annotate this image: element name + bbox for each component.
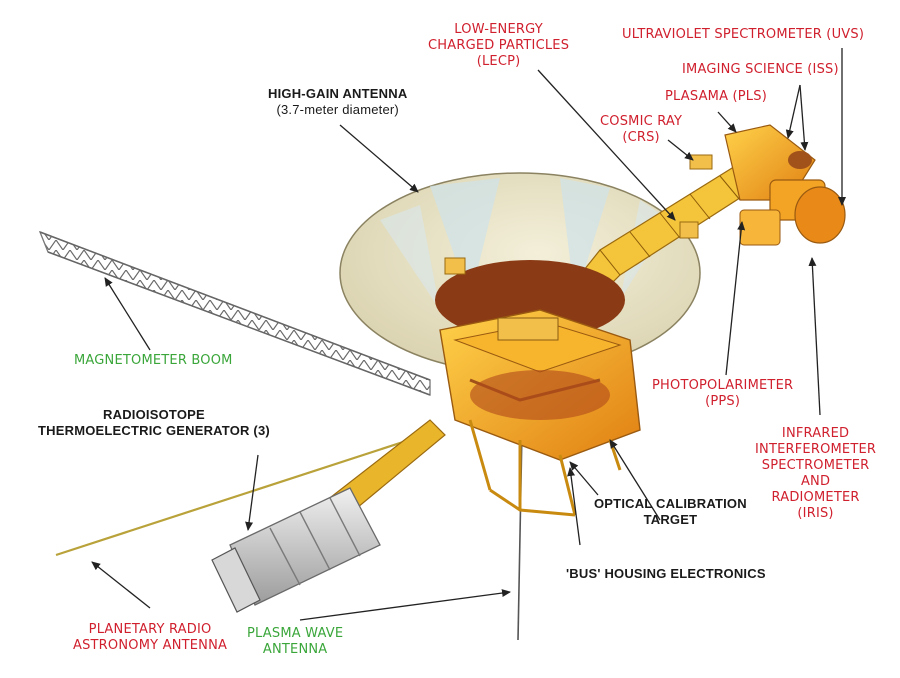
pws-line-1: PLASMA WAVE xyxy=(247,626,344,641)
leader-pra xyxy=(91,561,151,609)
pra-line-2: ASTRONOMY ANTENNA xyxy=(73,638,228,653)
iris-line-6: (IRIS) xyxy=(797,506,834,521)
scan-platform-instruments xyxy=(679,124,846,246)
rtg-assembly xyxy=(211,419,446,613)
label-magnetometer-boom: MAGNETOMETER BOOM xyxy=(74,353,233,369)
leader-lecp xyxy=(537,69,676,221)
crs-line-2: (CRS) xyxy=(622,130,660,145)
label-lecp: LOW-ENERGY CHARGED PARTICLES (LECP) xyxy=(428,22,569,70)
lecp-line-2: CHARGED PARTICLES xyxy=(428,38,570,53)
label-iris: INFRARED INTERFEROMETER SPECTROMETER AND… xyxy=(755,426,876,522)
iss-text: IMAGING SCIENCE (ISS) xyxy=(682,62,839,77)
iris-line-2: INTERFEROMETER xyxy=(755,442,877,457)
label-rtg: RADIOISOTOPE THERMOELECTRIC GENERATOR (3… xyxy=(38,407,270,439)
high-gain-subtitle: (3.7-meter diameter) xyxy=(276,102,399,117)
leader-lines xyxy=(91,48,846,621)
label-pps: PHOTOPOLARIMETER (PPS) xyxy=(652,378,793,410)
magnetometer-text: MAGNETOMETER BOOM xyxy=(74,353,233,368)
leader-pws xyxy=(299,589,511,621)
label-plasma-wave: PLASMA WAVE ANTENNA xyxy=(247,626,343,658)
optical-line-1: OPTICAL CALIBRATION xyxy=(594,496,747,511)
optical-line-2: TARGET xyxy=(643,512,698,527)
leader-pls xyxy=(717,111,737,133)
bus-struts xyxy=(468,419,622,517)
pps-line-2: (PPS) xyxy=(705,394,741,409)
pws-line-2: ANTENNA xyxy=(262,642,328,657)
label-optical-calibration: OPTICAL CALIBRATION TARGET xyxy=(594,496,747,528)
label-uvs: ULTRAVIOLET SPECTROMETER (UVS) xyxy=(622,27,864,43)
leader-crs xyxy=(667,139,694,161)
iris-line-4: AND xyxy=(800,474,831,489)
magnetometer-boom xyxy=(38,230,431,396)
rtg-line-2: THERMOELECTRIC GENERATOR (3) xyxy=(38,423,270,438)
pls-text: PLASAMA (PLS) xyxy=(665,89,767,104)
pps-line-1: PHOTOPOLARIMETER xyxy=(652,378,794,393)
label-iss: IMAGING SCIENCE (ISS) xyxy=(682,62,839,78)
pra-line-1: PLANETARY RADIO xyxy=(88,622,212,637)
leader-iris xyxy=(808,257,821,416)
iris-line-1: INFRARED xyxy=(781,426,850,441)
leader-bus xyxy=(567,467,581,546)
label-bus-electronics: 'BUS' HOUSING ELECTRONICS xyxy=(566,566,766,582)
crs-line-1: COSMIC RAY xyxy=(600,114,683,129)
leader-optical xyxy=(569,461,599,496)
leader-high-gain xyxy=(339,124,419,193)
planetary-radio-antenna xyxy=(55,428,441,557)
label-crs: COSMIC RAY (CRS) xyxy=(600,114,682,146)
iris-line-3: SPECTROMETER xyxy=(761,458,870,473)
label-pls: PLASAMA (PLS) xyxy=(665,89,767,105)
iris-line-5: RADIOMETER xyxy=(771,490,860,505)
leader-iss-a xyxy=(785,84,801,139)
label-planetary-radio: PLANETARY RADIO ASTRONOMY ANTENNA xyxy=(73,622,227,654)
dish-feed-element xyxy=(444,257,466,275)
rtg-line-1: RADIOISOTOPE xyxy=(103,407,205,422)
lecp-line-1: LOW-ENERGY xyxy=(454,22,543,37)
leader-rtg xyxy=(245,454,259,531)
bus-text: 'BUS' HOUSING ELECTRONICS xyxy=(566,566,766,581)
uvs-text: ULTRAVIOLET SPECTROMETER (UVS) xyxy=(622,27,865,42)
leader-magnetometer xyxy=(104,277,151,351)
spacecraft-bus xyxy=(435,260,641,461)
high-gain-title: HIGH-GAIN ANTENNA xyxy=(268,86,408,101)
lecp-line-3: (LECP) xyxy=(476,54,521,69)
leader-pps xyxy=(725,221,746,376)
label-high-gain-antenna: HIGH-GAIN ANTENNA (3.7-meter diameter) xyxy=(268,86,407,118)
leader-iss-b xyxy=(799,84,809,151)
leader-optical-b xyxy=(609,439,661,521)
